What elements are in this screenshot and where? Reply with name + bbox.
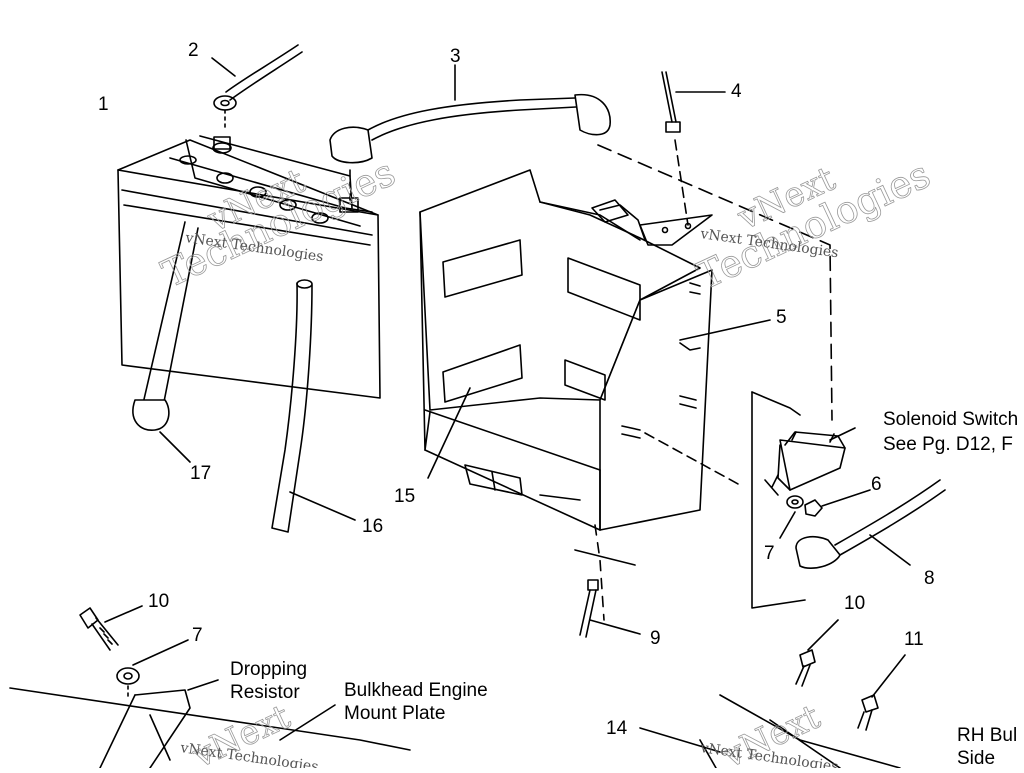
dropping-resistor-label-line1: Dropping xyxy=(230,659,307,680)
solenoid-label-line1: Solenoid Switch xyxy=(883,409,1018,430)
callout-14: 14 xyxy=(606,718,628,739)
bulkhead-label-line1: Bulkhead Engine xyxy=(344,680,488,701)
callout-10: 10 xyxy=(148,591,169,612)
callout-10-right: 10 xyxy=(844,593,865,614)
bolt-9 xyxy=(579,579,641,638)
battery-cable-3 xyxy=(329,64,611,201)
part-number-callouts: 1 2 3 4 5 6 7 8 9 10 11 14 15 16 17 7 10 xyxy=(98,40,935,739)
callout-5: 5 xyxy=(776,307,787,328)
vent-tube-16 xyxy=(271,279,356,533)
callout-9: 9 xyxy=(650,628,661,649)
callout-8: 8 xyxy=(924,568,935,589)
callout-6: 6 xyxy=(871,474,882,495)
battery-box xyxy=(419,169,771,531)
bolt-4 xyxy=(661,71,726,226)
rh-bulkhead-label-line2: Side xyxy=(957,748,995,768)
solenoid-bracket xyxy=(751,391,856,609)
callout-17: 17 xyxy=(190,463,211,484)
solenoid-cable-8 xyxy=(795,479,946,570)
text-labels: Solenoid Switch See Pg. D12, F Dropping … xyxy=(230,409,1018,769)
callout-16: 16 xyxy=(362,516,383,537)
callout-2: 2 xyxy=(188,40,199,61)
solenoid-label-line2: See Pg. D12, F xyxy=(883,434,1013,455)
callout-7-lower: 7 xyxy=(192,625,203,646)
lower-left-assembly xyxy=(9,605,411,769)
callout-1: 1 xyxy=(98,94,109,115)
dropping-resistor-label-line2: Resistor xyxy=(230,682,300,703)
callout-15: 15 xyxy=(394,486,415,507)
washer-nut xyxy=(779,489,871,539)
callout-3: 3 xyxy=(450,46,461,67)
callout-4: 4 xyxy=(731,81,742,102)
callout-7: 7 xyxy=(764,543,775,564)
rh-bulkhead-label-line1: RH Bul xyxy=(957,725,1017,746)
callout-11: 11 xyxy=(904,629,924,650)
bulkhead-label-line2: Mount Plate xyxy=(344,703,445,724)
lower-right-assembly xyxy=(639,619,906,769)
ground-cable-17 xyxy=(132,221,199,463)
battery-cable-2 xyxy=(211,44,303,129)
